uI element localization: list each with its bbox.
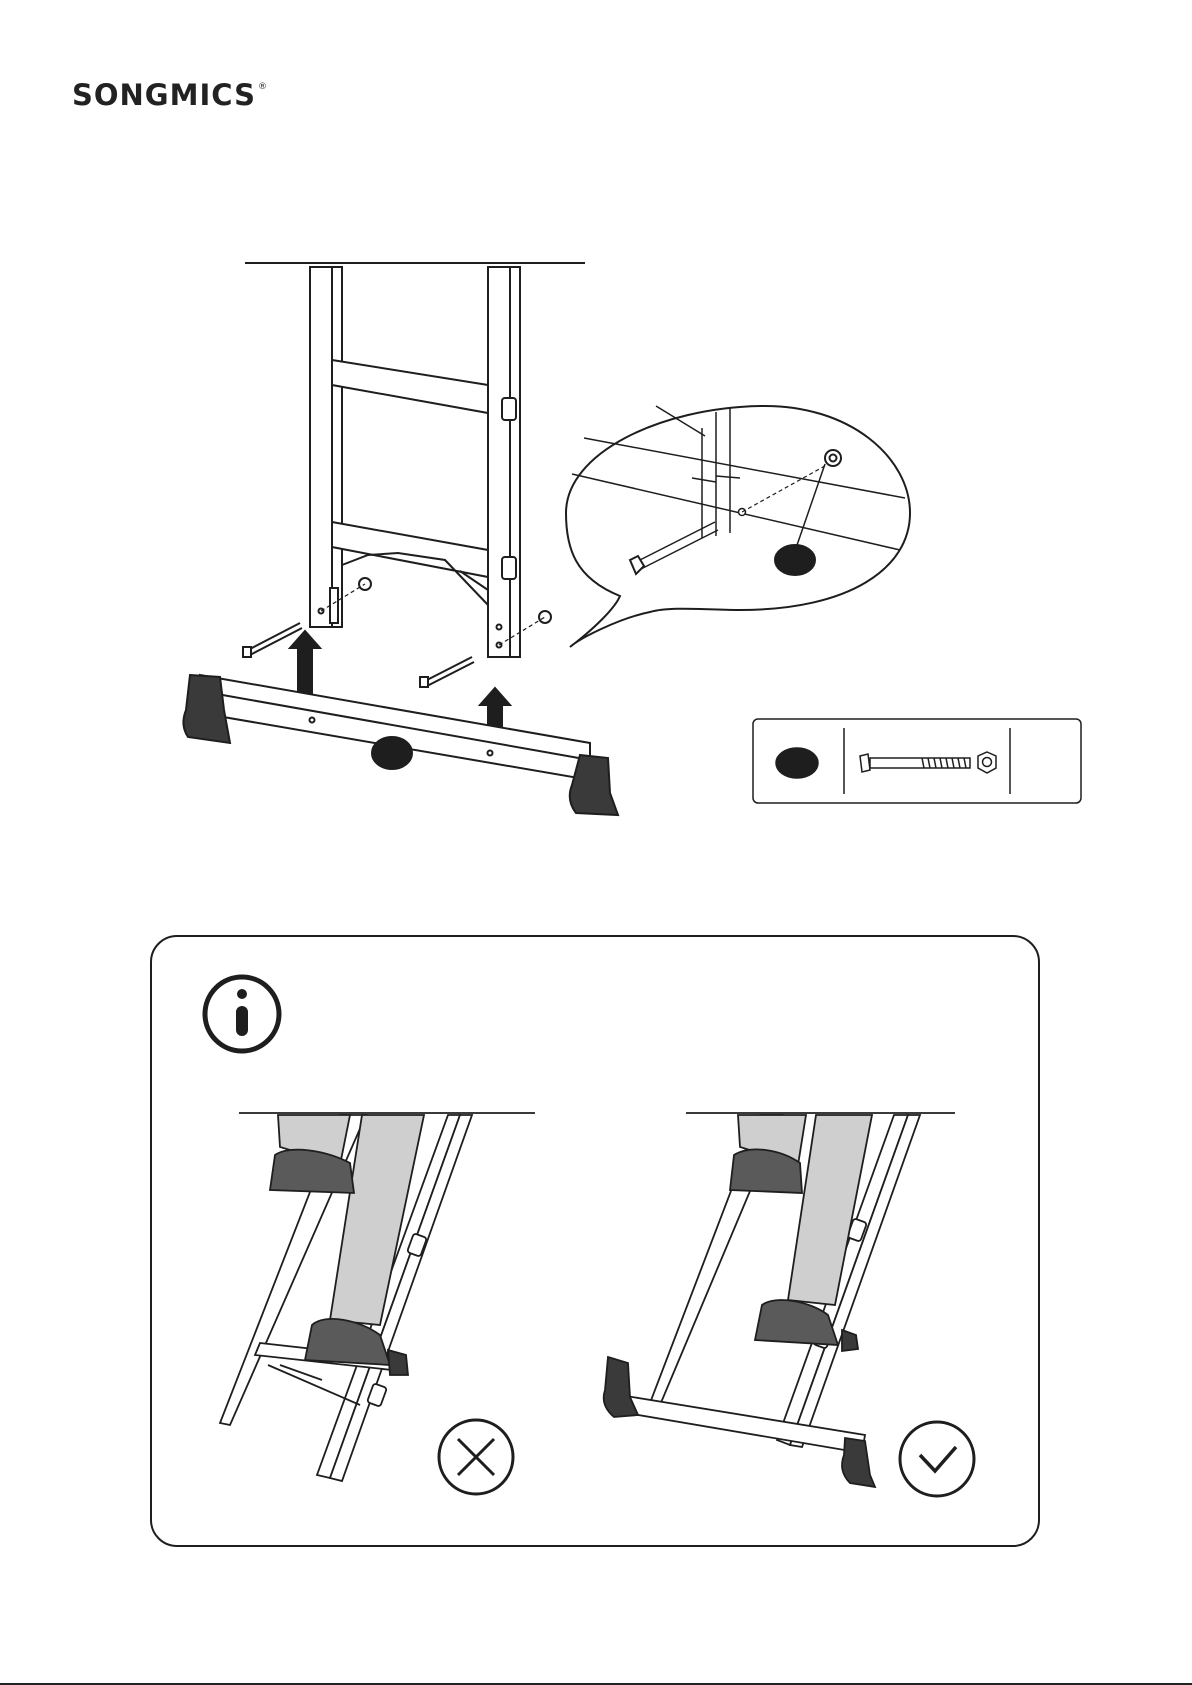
bolt-right bbox=[420, 657, 474, 687]
brand-logo: SONGMICS® bbox=[72, 78, 268, 112]
part-marker bbox=[776, 748, 818, 778]
brand-name: SONGMICS bbox=[72, 78, 256, 112]
usage-note-panel bbox=[150, 935, 1040, 1547]
ladder-rungs bbox=[332, 360, 488, 605]
ladder-left-rail bbox=[310, 267, 342, 627]
part-marker bbox=[372, 737, 412, 769]
stabilizer-bar bbox=[183, 675, 618, 815]
parts-list-box bbox=[752, 718, 1082, 804]
nut-icon bbox=[978, 752, 996, 773]
part-marker bbox=[775, 545, 815, 575]
arrow-up-icon bbox=[290, 631, 320, 695]
detail-callout bbox=[560, 398, 920, 658]
bolt-left bbox=[243, 623, 302, 657]
ladder-right-rail bbox=[488, 267, 520, 657]
registered-mark: ® bbox=[258, 82, 268, 92]
